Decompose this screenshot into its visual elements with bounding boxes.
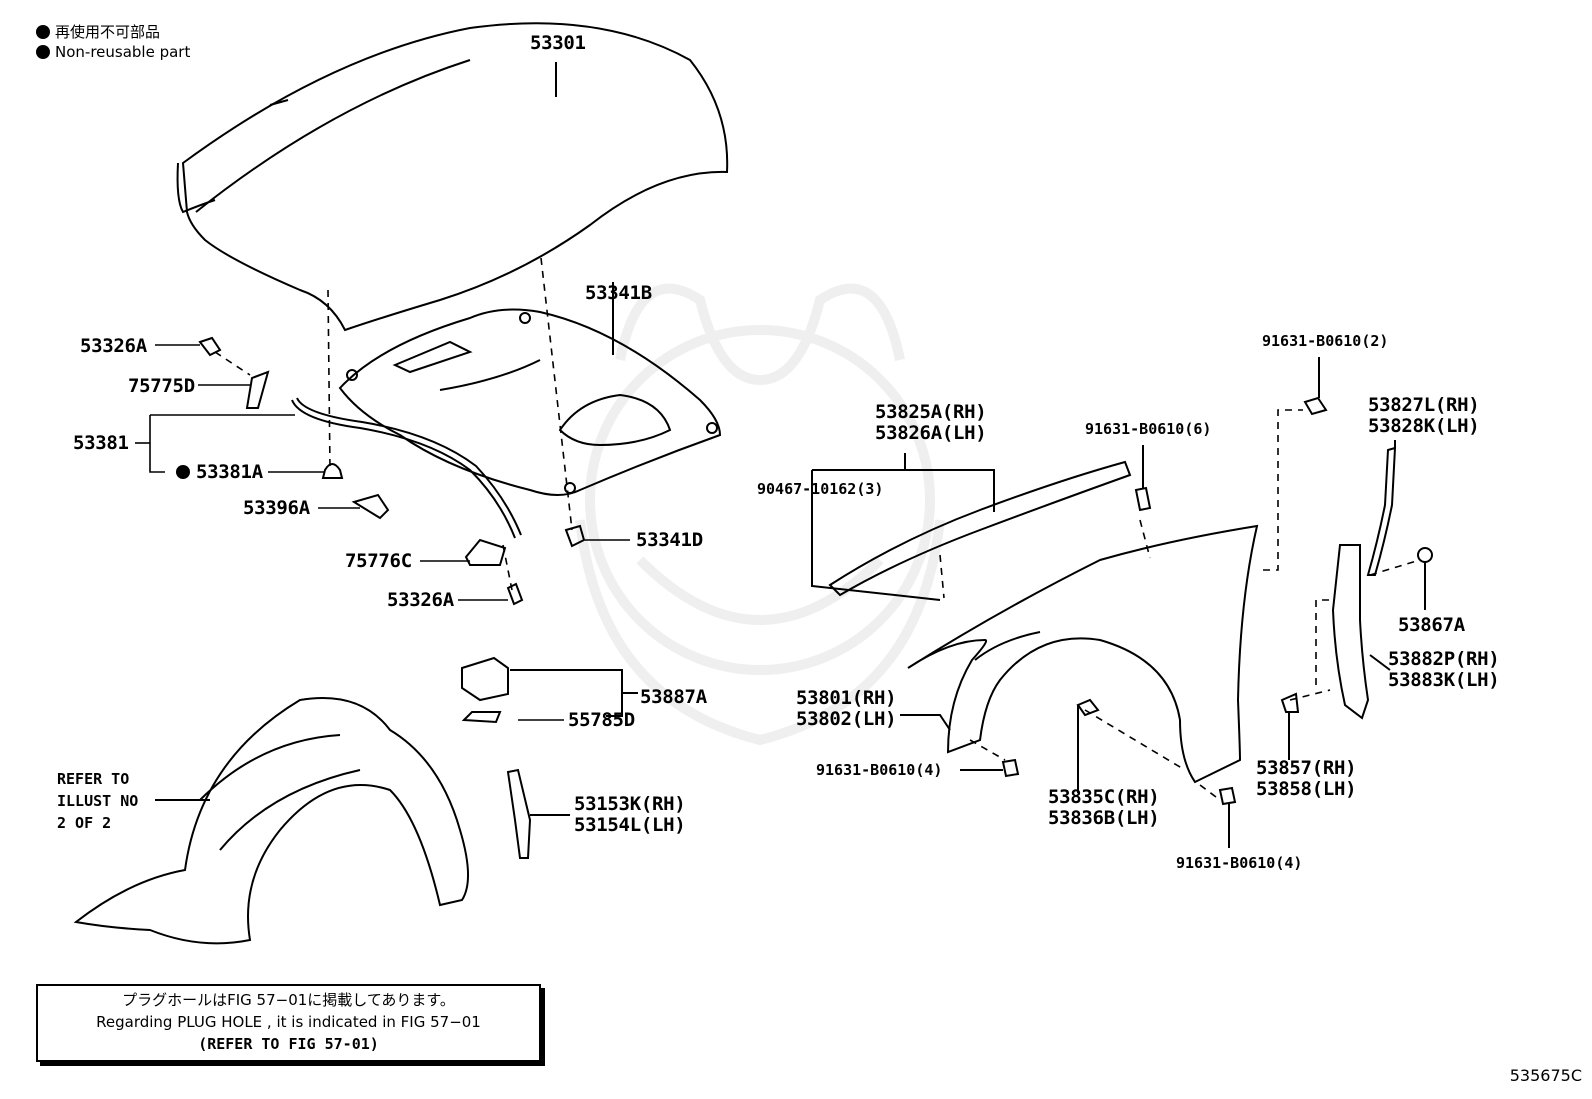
part-label-bolt-top-fender[interactable]: 91631-B0610(6) — [1085, 420, 1212, 438]
front-fender — [907, 524, 1259, 793]
part-label-seal-lh[interactable]: 53836B(LH) — [1048, 807, 1160, 829]
part-label-bolt-lower[interactable]: 53326A — [387, 589, 454, 611]
part-label-weather-strip-lh[interactable]: 53826A(LH) — [875, 422, 987, 444]
bolt-rear-icon — [1303, 396, 1328, 416]
liner-ref-line2: ILLUST NO — [57, 792, 139, 810]
liner-ref-line3: 2 OF 2 — [57, 814, 112, 832]
part-label-weather-strip-rh[interactable]: 53825A(RH) — [875, 401, 987, 423]
fender-weather-strip — [811, 453, 1132, 601]
hood-weatherstrip — [291, 397, 522, 539]
cushion-53396a-icon — [351, 493, 390, 520]
protector-53827l-icon — [1366, 446, 1397, 576]
fender-side-seal — [506, 768, 570, 859]
part-label-seal-rh[interactable]: 53835C(RH) — [1048, 786, 1160, 808]
part-label-protector-lh[interactable]: 53828K(LH) — [1368, 415, 1480, 437]
insulator-53882p-icon — [1331, 544, 1370, 720]
part-label-clip-set[interactable]: 90467-10162(3) — [757, 480, 884, 498]
liner-reference[interactable]: REFER TO ILLUST NO 2 OF 2 — [57, 768, 138, 834]
clip-53341d-icon — [564, 524, 586, 548]
note-jp: プラグホールはFIG 57−01に掲載してあります。 — [122, 991, 455, 1009]
part-label-weatherstrip-clip[interactable]: 53381A — [196, 461, 263, 483]
part-label-insulator-lh[interactable]: 53883K(LH) — [1388, 669, 1500, 691]
legend-jp-text: 再使用不可部品 — [55, 23, 161, 41]
bolt-lower-icon — [506, 582, 524, 606]
bracket-75775d-icon — [245, 370, 270, 409]
hood-panel — [176, 22, 729, 332]
seal-cap — [461, 656, 638, 724]
right-side-parts — [900, 357, 1433, 848]
bolt-fender-lower-icon — [1218, 786, 1237, 806]
non-reusable-dot-icon — [176, 465, 190, 479]
non-reusable-dot-icon — [36, 25, 50, 39]
legend-row-jp: 再使用不可部品 — [36, 22, 190, 42]
part-label-seal-group[interactable]: 53887A — [640, 686, 707, 708]
note-en: Regarding PLUG HOLE , it is indicated in… — [96, 1013, 481, 1031]
liner-ref-line1: REFER TO — [57, 770, 130, 788]
part-label-fender-seal-lh[interactable]: 53154L(LH) — [574, 814, 686, 836]
watermark-emblem — [575, 283, 945, 746]
bracket-75776c-icon — [464, 538, 507, 566]
part-label-bolt-top[interactable]: 53326A — [80, 335, 147, 357]
legend: 再使用不可部品 Non-reusable part — [36, 22, 190, 62]
hood-insulator — [338, 282, 722, 496]
part-label-bolt-rear[interactable]: 91631-B0610(2) — [1262, 332, 1389, 350]
part-label-insulator-rh[interactable]: 53882P(RH) — [1388, 648, 1500, 670]
legend-en-text: Non-reusable part — [55, 43, 191, 61]
part-label-bracket-lower[interactable]: 75776C — [345, 550, 412, 572]
part-label-cushion-lh[interactable]: 53858(LH) — [1256, 778, 1357, 800]
cushion-53857-icon — [1280, 692, 1300, 713]
non-reusable-dot-icon — [36, 45, 50, 59]
part-label-seal-clip[interactable]: 55785D — [568, 709, 635, 731]
part-label-insulator[interactable]: 53341B — [585, 282, 652, 304]
part-label-bolt-fender-lower[interactable]: 91631-B0610(4) — [1176, 854, 1303, 872]
part-label-bolt-fender[interactable]: 91631-B0610(4) — [816, 761, 943, 779]
part-label-clip[interactable]: 53341D — [636, 529, 703, 551]
part-label-cushion[interactable]: 53396A — [243, 497, 310, 519]
part-label-bracket[interactable]: 75775D — [128, 375, 195, 397]
part-label-fender-rh[interactable]: 53801(RH) — [796, 687, 897, 709]
clip-53867a-icon — [1417, 547, 1433, 563]
leader-lines — [135, 344, 630, 721]
clip-53381a-icon — [321, 463, 344, 479]
part-label-fender-seal-rh[interactable]: 53153K(RH) — [574, 793, 686, 815]
figure-id: 535675C — [1509, 1066, 1582, 1085]
part-label-clip-small[interactable]: 53867A — [1398, 614, 1465, 636]
bolt-fender-icon — [1001, 758, 1020, 778]
part-label-cushion-rh[interactable]: 53857(RH) — [1256, 757, 1357, 779]
part-label-fender-lh[interactable]: 53802(LH) — [796, 708, 897, 730]
part-label-protector-rh[interactable]: 53827L(RH) — [1368, 394, 1480, 416]
small-parts — [198, 336, 586, 606]
bolt-top-fender-icon — [1134, 486, 1152, 512]
plug-hole-note: プラグホールはFIG 57−01に掲載してあります。 Regarding PLU… — [36, 984, 541, 1062]
part-label-weatherstrip[interactable]: 53381 — [73, 432, 129, 454]
part-label-hood[interactable]: 53301 — [530, 32, 586, 54]
seal-53835c-icon — [1076, 698, 1100, 717]
fender-liner — [73, 697, 470, 945]
note-ref[interactable]: (REFER TO FIG 57-01) — [198, 1035, 379, 1053]
bolt-icon — [198, 336, 222, 357]
legend-row-en: Non-reusable part — [36, 42, 190, 62]
